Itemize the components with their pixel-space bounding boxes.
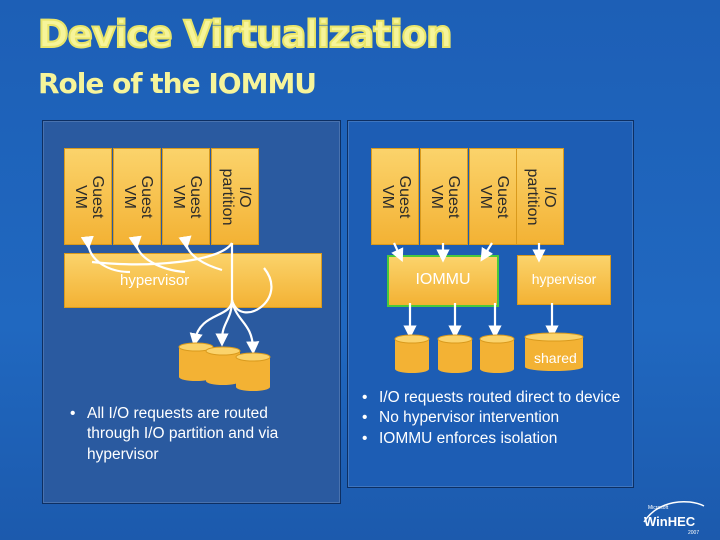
bullet-text: I/O requests routed direct to device [379, 389, 621, 406]
hypervisor-label: hypervisor [120, 272, 190, 289]
left-loop-arrow [230, 267, 273, 314]
left-vm3-arrow [178, 235, 223, 272]
right-vm1-arrow [391, 242, 404, 262]
left-io-partition-box: I/O partition [211, 148, 259, 245]
left-bullet-list: • All I/O requests are routed through I/O… [70, 404, 310, 465]
bullet-dot-icon: • [362, 429, 368, 447]
right-vm3-arrow [480, 242, 494, 262]
left-device2-arrow [215, 299, 234, 347]
bullet-dot-icon: • [362, 409, 368, 427]
logo-main-text: WinHEC [644, 514, 696, 529]
left-hypervisor-box: hypervisor [64, 253, 322, 308]
left-device-2 [205, 346, 241, 385]
bullet-text: All I/O requests are routed through I/O … [87, 405, 279, 463]
bullet-text: No hypervisor intervention [379, 409, 560, 427]
logo-top-text: Microsoft [648, 505, 669, 511]
left-vm1-arrow [80, 235, 131, 274]
winhec-logo: Microsoft WinHEC 2007 [643, 500, 705, 536]
left-vm1-return [91, 242, 233, 266]
bullet-text: IOMMU enforces isolation [379, 429, 558, 447]
bullet-item: • I/O requests routed direct to device [362, 388, 632, 408]
logo-year-text: 2007 [688, 530, 699, 536]
bullet-item: • No hypervisor intervention [362, 408, 632, 428]
bullet-item: • IOMMU enforces isolation [362, 429, 632, 449]
shared-device [524, 332, 584, 371]
iommu-box: IOMMU [387, 255, 499, 307]
bullet-dot-icon: • [362, 389, 368, 406]
slide-subtitle: Role of the IOMMU [38, 67, 317, 100]
left-vm2-arrow [128, 235, 186, 274]
shared-label: shared [534, 350, 577, 366]
bullet-item: • All I/O requests are routed through I/O… [70, 404, 310, 465]
right-guest-vm-box-2: Guest VM [420, 148, 468, 245]
hypervisor-label: hypervisor [531, 271, 597, 287]
right-device-2 [437, 334, 473, 373]
right-hypervisor-box: hypervisor [517, 255, 611, 305]
bullet-dot-icon: • [70, 405, 76, 422]
iommu-label: IOMMU [415, 271, 471, 288]
right-guest-vm-box-3: Guest VM [469, 148, 517, 245]
right-device-3 [479, 334, 515, 373]
left-device-3 [235, 352, 271, 391]
left-guest-vm-box-2: Guest VM [113, 148, 161, 245]
right-bullet-list: • I/O requests routed direct to device • N… [362, 388, 632, 449]
slide-title: Device Virtualization [37, 13, 453, 56]
right-device-1 [394, 334, 430, 373]
right-io-partition-box: I/O partition [516, 148, 564, 245]
